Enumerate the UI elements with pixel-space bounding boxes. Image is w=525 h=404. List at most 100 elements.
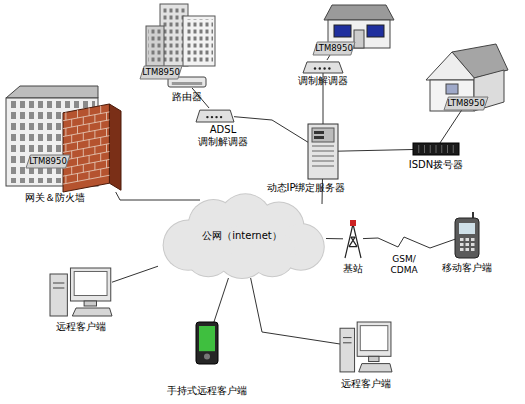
firewall-icon bbox=[65, 128, 66, 136]
house bbox=[426, 52, 476, 80]
terminal-device: LTM8950 bbox=[313, 42, 355, 55]
pc-icon bbox=[369, 356, 379, 361]
ltm-icon bbox=[26, 155, 70, 168]
firewall-icon bbox=[94, 146, 95, 154]
ltm-icon bbox=[140, 66, 182, 79]
firewall-icon bbox=[71, 151, 72, 159]
connector-line bbox=[326, 238, 343, 239]
server-icon bbox=[314, 136, 324, 139]
firewall-icon bbox=[63, 128, 109, 137]
pc-icon bbox=[359, 364, 392, 372]
tower-icon bbox=[350, 220, 356, 226]
pc-icon bbox=[343, 342, 352, 343]
firewall-icon bbox=[63, 167, 109, 176]
pda-icon bbox=[204, 353, 210, 359]
server-icon bbox=[312, 146, 334, 147]
wireless-link bbox=[363, 237, 455, 248]
firewall-icon bbox=[83, 164, 84, 172]
phone-icon bbox=[455, 218, 479, 258]
terminal-device: LTM8950 bbox=[26, 155, 70, 168]
house bbox=[367, 25, 384, 37]
phone-icon bbox=[455, 212, 479, 258]
server-icon bbox=[312, 156, 334, 157]
house bbox=[354, 30, 364, 48]
phone-icon bbox=[466, 243, 470, 246]
server-icon bbox=[308, 124, 338, 179]
firewall-icon bbox=[89, 124, 90, 132]
firewall-icon bbox=[94, 162, 95, 170]
isdn-icon bbox=[441, 145, 442, 153]
firewall-wall: 网关＆防火墙 bbox=[63, 104, 121, 192]
isdn-icon bbox=[424, 145, 425, 153]
isdn-icon bbox=[418, 145, 419, 153]
pc-icon bbox=[70, 268, 110, 301]
firewall-icon bbox=[65, 160, 66, 168]
office-building bbox=[183, 16, 215, 66]
house bbox=[334, 25, 351, 37]
office-building bbox=[185, 19, 213, 64]
phone-icon bbox=[459, 223, 475, 234]
firewall-icon bbox=[106, 144, 107, 152]
node-label: 网关＆防火墙 bbox=[15, 192, 95, 204]
isdn-icon bbox=[430, 145, 431, 153]
internet-cloud: 公网（internet） bbox=[158, 196, 326, 278]
modem-icon bbox=[215, 116, 217, 118]
firewall-icon bbox=[89, 171, 90, 179]
router-icon bbox=[172, 82, 202, 85]
node-label: 动态IP绑定服务器 bbox=[246, 182, 366, 194]
office-building bbox=[148, 29, 162, 64]
isdn-icon bbox=[436, 145, 437, 153]
firewall-icon bbox=[71, 167, 72, 175]
pda-icon bbox=[196, 322, 218, 364]
remote-client: 远程客户端 bbox=[50, 268, 112, 318]
connector-line bbox=[440, 110, 462, 143]
building bbox=[6, 86, 98, 98]
modem-icon bbox=[328, 67, 330, 69]
office-building bbox=[146, 26, 164, 66]
modem-device: 调制解调器 bbox=[303, 60, 343, 73]
firewall-icon bbox=[63, 136, 109, 145]
firewall-icon bbox=[65, 112, 66, 120]
firewall-icon bbox=[63, 104, 109, 192]
handheld-client: 手持式远程客户端 bbox=[196, 322, 218, 364]
node-label: 基站 bbox=[333, 263, 373, 275]
firewall-icon bbox=[94, 131, 95, 139]
firewall-icon bbox=[106, 112, 107, 120]
firewall-icon bbox=[83, 133, 84, 141]
mobile-client: 移动客户端 bbox=[455, 212, 479, 258]
firewall-icon bbox=[63, 175, 109, 184]
server-icon bbox=[308, 124, 338, 179]
pc-icon bbox=[74, 272, 107, 296]
phone-icon bbox=[466, 248, 470, 251]
firewall-icon bbox=[89, 155, 90, 163]
pc-icon bbox=[50, 268, 112, 318]
phone-icon bbox=[471, 238, 475, 241]
office-building bbox=[146, 4, 215, 66]
connector-line bbox=[214, 278, 229, 322]
node-label: 公网（internet） bbox=[158, 230, 326, 242]
remote-client: 远程客户端 bbox=[340, 322, 392, 374]
modem-icon bbox=[211, 116, 213, 118]
router-icon bbox=[168, 77, 206, 87]
firewall-icon bbox=[100, 137, 101, 145]
house bbox=[324, 5, 394, 20]
node-label: LTM8950 bbox=[26, 155, 70, 168]
pc-icon bbox=[357, 322, 391, 356]
tower-icon bbox=[343, 220, 363, 258]
firewall-icon bbox=[94, 115, 95, 123]
phone-icon bbox=[466, 238, 470, 241]
node-label: 手持式远程客户端 bbox=[156, 385, 258, 397]
node-label: 移动客户端 bbox=[432, 262, 502, 274]
firewall-icon bbox=[63, 112, 109, 121]
isdn-dialer: ISDN拨号器 bbox=[413, 143, 459, 155]
adsl-modem: ADSL 调制解调器 bbox=[196, 108, 234, 122]
firewall-icon bbox=[63, 144, 109, 153]
firewall-icon bbox=[65, 176, 66, 184]
modem-icon bbox=[314, 67, 316, 69]
isdn-icon bbox=[447, 145, 448, 153]
terminal-device: LTM8950 bbox=[140, 66, 182, 79]
phone-icon bbox=[471, 243, 475, 246]
node-label: ISDN拨号器 bbox=[399, 159, 473, 171]
firewall-icon bbox=[65, 144, 66, 152]
